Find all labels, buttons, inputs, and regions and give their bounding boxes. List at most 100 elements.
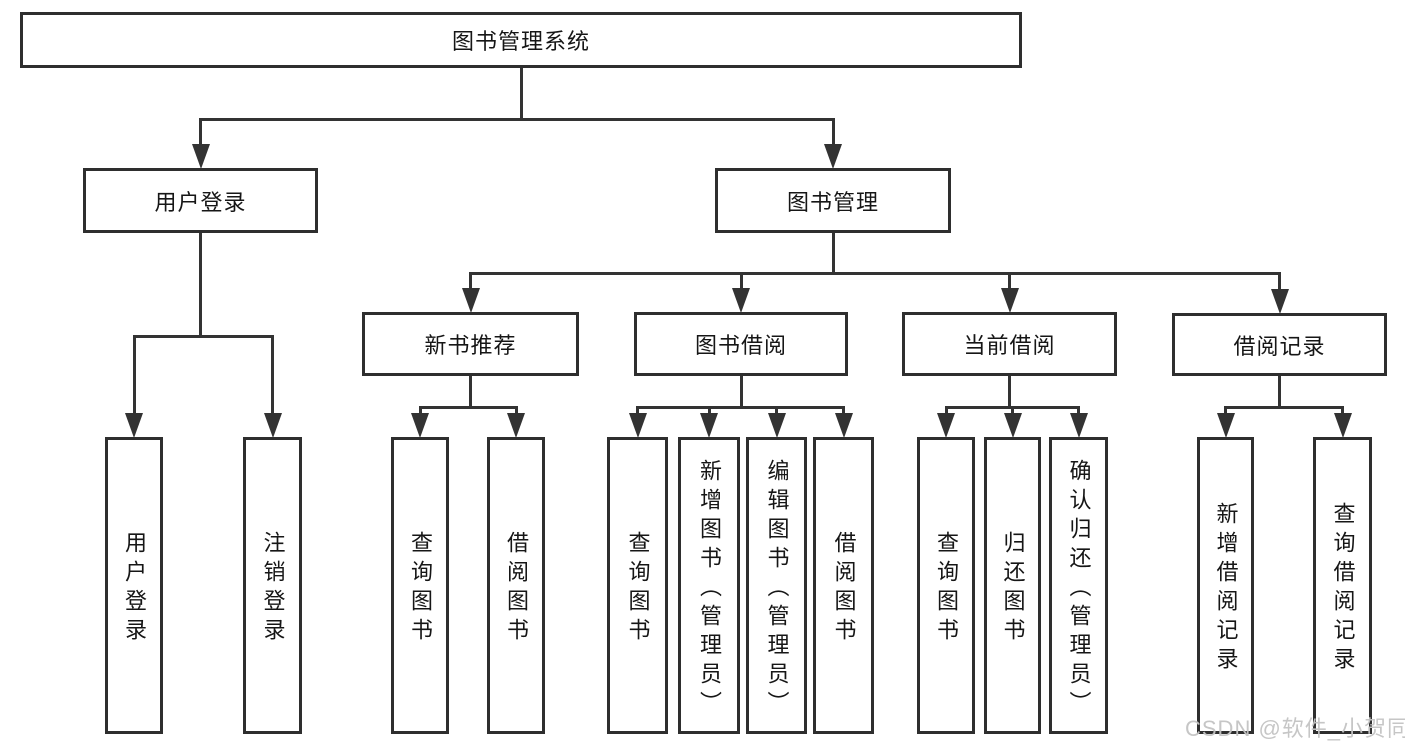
node-label-bb-query: 查询图书 xyxy=(625,531,651,647)
connector-line xyxy=(739,273,743,291)
arrowhead-down-icon xyxy=(1069,413,1088,438)
node-logout: 注销登录 xyxy=(243,437,302,734)
node-bb-query: 查询图书 xyxy=(607,437,668,734)
arrowhead-down-icon xyxy=(628,413,647,438)
node-bb-borrow: 借阅图书 xyxy=(813,437,874,734)
arrowhead-down-icon xyxy=(507,413,525,438)
connector-line xyxy=(199,231,202,338)
arrowhead-down-icon xyxy=(1216,413,1235,438)
arrowhead-down-icon xyxy=(1000,288,1019,313)
node-label-nb-query: 查询图书 xyxy=(408,531,433,647)
arrowhead-down-icon xyxy=(411,413,429,438)
node-label-cb-query: 查询图书 xyxy=(934,531,959,647)
node-label-user-login: 用户登录 xyxy=(122,531,147,647)
arrowhead-down-icon xyxy=(125,413,143,438)
arrowhead-down-icon xyxy=(1333,413,1352,438)
connector-line xyxy=(469,405,518,409)
connector-line xyxy=(775,407,778,416)
node-borrow-records: 借阅记录 xyxy=(1172,313,1387,376)
node-book-borrow: 图书借阅 xyxy=(634,312,848,376)
node-label-nb-borrow: 借阅图书 xyxy=(504,531,529,647)
arrowhead-down-icon xyxy=(824,144,842,169)
connector-line xyxy=(831,271,1281,275)
node-label-root: 图书管理系统 xyxy=(451,29,590,54)
node-user-login: 用户登录 xyxy=(105,437,163,734)
node-label-bb-borrow: 借阅图书 xyxy=(831,531,857,647)
arrowhead-down-icon xyxy=(767,413,786,438)
connector-line xyxy=(739,405,845,409)
node-book-mgmt: 图书管理 xyxy=(715,168,951,233)
connector-line xyxy=(707,405,743,409)
connector-line xyxy=(469,374,472,409)
connector-line xyxy=(514,407,518,416)
node-nb-query: 查询图书 xyxy=(391,437,449,734)
connector-line xyxy=(1008,273,1011,291)
node-br-add: 新增借阅记录 xyxy=(1197,437,1254,734)
connector-line xyxy=(418,405,472,409)
node-label-cb-confirm: 确认归还（管理员） xyxy=(1066,458,1092,720)
connector-line xyxy=(469,271,835,275)
node-label-br-add: 新增借阅记录 xyxy=(1213,502,1239,676)
arrowhead-down-icon xyxy=(263,413,282,438)
node-nb-borrow: 借阅图书 xyxy=(487,437,545,734)
connector-line xyxy=(831,231,835,275)
node-label-book-borrow: 图书借阅 xyxy=(694,333,787,358)
node-cb-return: 归还图书 xyxy=(984,437,1041,734)
connector-line xyxy=(199,119,202,147)
node-cb-query: 查询图书 xyxy=(917,437,975,734)
arrowhead-down-icon xyxy=(1003,413,1022,438)
csdn-watermark: CSDN @软件_小贺同学 xyxy=(1185,716,1405,741)
connector-line xyxy=(1341,407,1344,416)
connector-line xyxy=(636,405,743,409)
connector-line xyxy=(132,336,136,416)
connector-line xyxy=(132,334,202,338)
arrowhead-down-icon xyxy=(937,413,955,438)
node-login-module: 用户登录 xyxy=(83,168,318,233)
node-label-logout: 注销登录 xyxy=(260,531,286,647)
arrowhead-down-icon xyxy=(461,288,480,313)
arrowhead-down-icon xyxy=(1270,289,1289,314)
node-current-borrow: 当前借阅 xyxy=(902,312,1117,376)
connector-line xyxy=(707,407,711,416)
node-label-book-mgmt: 图书管理 xyxy=(786,189,879,215)
node-root: 图书管理系统 xyxy=(20,12,1022,68)
connector-line xyxy=(1224,405,1281,409)
connector-line xyxy=(1011,407,1014,416)
connector-line xyxy=(944,407,948,416)
connector-line xyxy=(944,405,1011,409)
arrowhead-down-icon xyxy=(732,288,750,313)
node-label-current-borrow: 当前借阅 xyxy=(963,333,1056,358)
node-br-query: 查询借阅记录 xyxy=(1313,437,1372,734)
connector-line xyxy=(1224,407,1227,416)
node-label-br-query: 查询借阅记录 xyxy=(1330,502,1356,676)
connector-line xyxy=(199,334,274,338)
arrowhead-down-icon xyxy=(191,144,210,169)
node-label-new-book-rec: 新书推荐 xyxy=(424,333,517,358)
node-cb-confirm: 确认归还（管理员） xyxy=(1049,437,1108,734)
node-bb-add: 新增图书（管理员） xyxy=(678,437,740,734)
connector-line xyxy=(271,336,274,416)
connector-line xyxy=(519,66,523,121)
node-label-bb-add: 新增图书（管理员） xyxy=(697,458,722,720)
connector-line xyxy=(1008,405,1080,409)
node-label-borrow-records: 借阅记录 xyxy=(1233,333,1326,359)
node-bb-edit: 编辑图书（管理员） xyxy=(746,437,807,734)
connector-line xyxy=(1278,405,1344,409)
connector-line xyxy=(636,407,639,416)
arrowhead-down-icon xyxy=(700,413,718,438)
connector-line xyxy=(831,119,835,147)
connector-line xyxy=(469,273,472,291)
connector-line xyxy=(1278,374,1281,409)
node-new-book-rec: 新书推荐 xyxy=(362,312,579,376)
connector-line xyxy=(1008,374,1011,409)
connector-line xyxy=(1077,407,1080,416)
connector-line xyxy=(1278,273,1281,292)
node-label-login-module: 用户登录 xyxy=(154,189,247,215)
node-label-cb-return: 归还图书 xyxy=(1000,531,1026,647)
connector-line xyxy=(739,374,743,409)
node-label-bb-edit: 编辑图书（管理员） xyxy=(764,458,790,720)
connector-line xyxy=(519,117,835,121)
connector-line xyxy=(739,271,835,275)
connector-line xyxy=(418,407,422,416)
